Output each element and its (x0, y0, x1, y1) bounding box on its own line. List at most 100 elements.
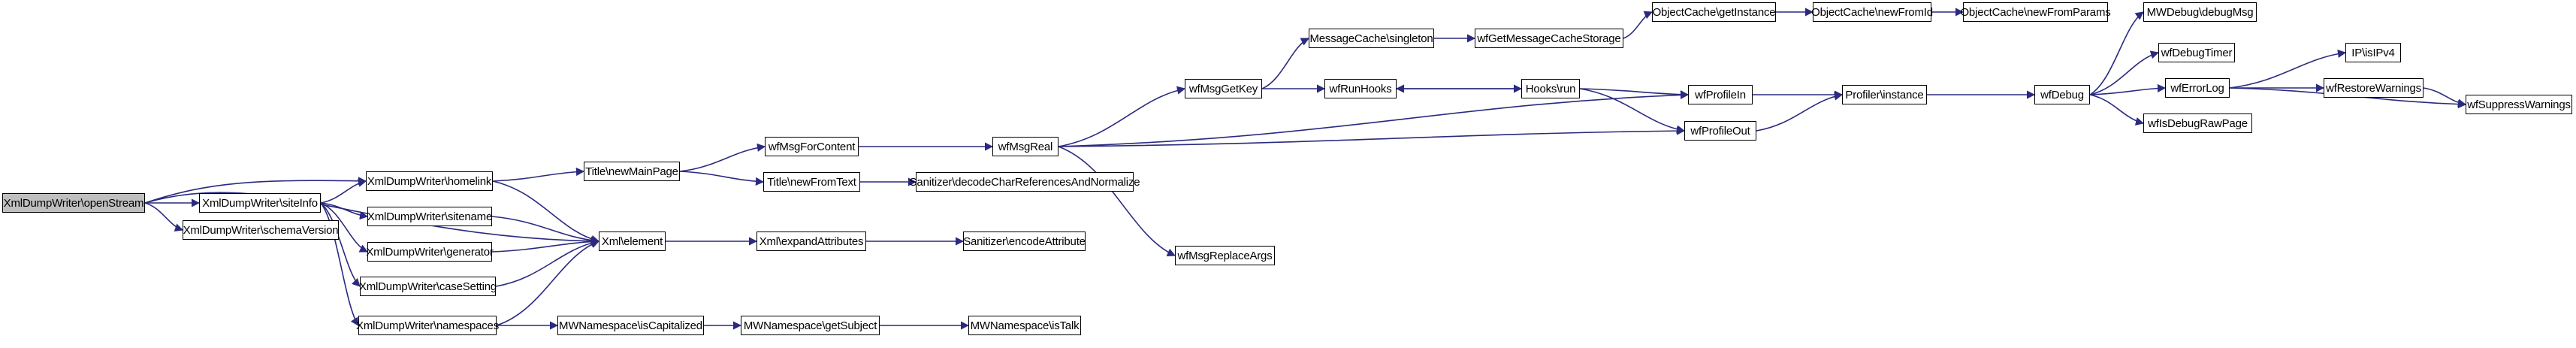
graph-node-label: IP\isIPv4 (2351, 46, 2395, 59)
graph-node-label: Sanitizer\decodeCharReferencesAndNormali… (909, 175, 1140, 189)
graph-node-label: MWNamespace\getSubject (743, 319, 877, 332)
graph-edge-wfDebug-to-wfErrorLog (2089, 83, 2167, 95)
graph-node-decodeCharRefs[interactable]: Sanitizer\decodeCharReferencesAndNormali… (910, 172, 1140, 192)
graph-node-isTalk[interactable]: MWNamespace\isTalk (968, 316, 1081, 335)
graph-node-objectCacheNewFromParams[interactable]: ObjectCache\newFromParams (1960, 2, 2111, 22)
graph-node-wfMsgForContent[interactable]: wfMsgForContent (765, 137, 859, 156)
graph-node-label: XmlDumpWriter\generator (366, 245, 494, 259)
graph-node-encodeAttribute[interactable]: Sanitizer\encodeAttribute (963, 231, 1086, 251)
graph-node-label: Xml\expandAttributes (759, 235, 864, 248)
graph-edge-wfRestoreWarnings-to-wfSuppressWarnings (2423, 87, 2467, 107)
graph-edge-openStream-to-schemaVersion (144, 202, 184, 232)
graph-node-messageCacheSingleton[interactable]: MessageCache\singleton (1309, 29, 1434, 48)
graph-node-hooksRun[interactable]: Hooks\run (1521, 79, 1580, 98)
graph-node-wfProfileIn[interactable]: wfProfileIn (1688, 85, 1753, 104)
graph-node-label: XmlDumpWriter\schemaVersion (183, 223, 339, 237)
graph-node-mwDebugDebugMsg[interactable]: MWDebug\debugMsg (2143, 2, 2257, 22)
graph-edge-wfMsgGetKey-to-messageCacheSingleton (1261, 38, 1309, 89)
graph-node-objectCacheNewFromId[interactable]: ObjectCache\newFromId (1811, 2, 1933, 22)
graph-node-label: wfMsgForContent (768, 140, 856, 153)
graph-node-sitename[interactable]: XmlDumpWriter\sitename (367, 207, 492, 226)
graph-node-label: Title\newFromText (767, 175, 856, 189)
graph-node-wfIsDebugRawPage[interactable]: wfIsDebugRawPage (2143, 113, 2252, 133)
graph-edge-sitename-to-xmlElement (491, 216, 600, 245)
graph-node-label: XmlDumpWriter\openStream (3, 196, 144, 210)
graph-node-label: MWDebug\debugMsg (2146, 5, 2254, 19)
graph-edge-wfMsgReal-to-wfMsgGetKey (1058, 86, 1186, 147)
graph-node-label: MWNamespace\isCapitalized (559, 319, 702, 332)
graph-node-openStream[interactable]: XmlDumpWriter\openStream (2, 193, 145, 213)
graph-node-homelink[interactable]: XmlDumpWriter\homelink (366, 171, 493, 191)
graph-edge-hooksRun-to-wfProfileOut (1579, 88, 1686, 134)
graph-edge-namespaces-to-xmlElement (496, 240, 600, 326)
graph-node-label: wfMsgGetKey (1188, 82, 1258, 95)
graph-edge-homelink-to-newMainPage (492, 167, 585, 182)
graph-node-label: XmlDumpWriter\siteInfo (202, 196, 318, 210)
graph-node-wfMsgGetKey[interactable]: wfMsgGetKey (1185, 79, 1262, 98)
graph-node-label: wfMsgReal (998, 140, 1053, 153)
graph-node-label: wfMsgReplaceArgs (1177, 249, 1273, 262)
graph-node-schemaVersion[interactable]: XmlDumpWriter\schemaVersion (183, 220, 339, 240)
graph-node-generator[interactable]: XmlDumpWriter\generator (366, 242, 494, 262)
graph-node-ipIsIPv4[interactable]: IP\isIPv4 (2345, 43, 2401, 62)
graph-node-label: ObjectCache\getInstance (1652, 5, 1776, 19)
graph-node-label: Hooks\run (1525, 82, 1576, 95)
graph-node-wfRestoreWarnings[interactable]: wfRestoreWarnings (2324, 78, 2423, 98)
graph-node-wfRunHooks[interactable]: wfRunHooks (1324, 79, 1397, 98)
graph-edge-newMainPage-to-newFromText (679, 171, 765, 186)
graph-node-profilerInstance[interactable]: Profiler\instance (1842, 85, 1927, 104)
graph-node-label: wfRestoreWarnings (2326, 81, 2421, 95)
graph-node-newFromText[interactable]: Title\newFromText (763, 172, 860, 192)
graph-node-label: Xml\element (601, 235, 663, 248)
graph-node-objectCacheGetInstance[interactable]: ObjectCache\getInstance (1652, 2, 1776, 22)
graph-edge-homelink-to-xmlElement (492, 180, 600, 244)
graph-node-wfProfileOut[interactable]: wfProfileOut (1684, 121, 1756, 141)
graph-node-siteInfo[interactable]: XmlDumpWriter\siteInfo (199, 193, 321, 213)
graph-node-isCapitalized[interactable]: MWNamespace\isCapitalized (557, 316, 704, 335)
graph-node-label: Profiler\instance (1845, 88, 1924, 101)
graph-node-namespaces[interactable]: XmlDumpWriter\namespaces (356, 316, 499, 335)
graph-node-label: wfRunHooks (1329, 82, 1392, 95)
graph-edge-wfDebug-to-wfIsDebugRawPage (2089, 94, 2145, 126)
graph-edge-wfDebug-to-wfDebugTimer (2089, 50, 2160, 95)
graph-node-label: wfDebugTimer (2161, 46, 2233, 59)
graph-node-newMainPage[interactable]: Title\newMainPage (584, 162, 680, 181)
graph-node-wfMsgReal[interactable]: wfMsgReal (992, 137, 1058, 156)
graph-node-wfGetMessageCacheStorage[interactable]: wfGetMessageCacheStorage (1475, 29, 1623, 48)
graph-node-label: wfGetMessageCacheStorage (1477, 32, 1621, 45)
graph-edge-wfMsgReal-to-wfProfileOut (1058, 126, 1686, 147)
graph-node-label: wfSuppressWarnings (2467, 98, 2571, 111)
graph-node-label: XmlDumpWriter\sitename (367, 210, 493, 223)
graph-edge-hooksRun-to-wfProfileIn (1579, 88, 1690, 99)
graph-edge-wfDebug-to-mwDebugDebugMsg (2089, 11, 2144, 95)
graph-node-label: Title\newMainPage (585, 165, 678, 178)
graph-node-label: XmlDumpWriter\namespaces (356, 319, 499, 332)
graph-node-wfErrorLog[interactable]: wfErrorLog (2165, 78, 2230, 98)
graph-node-xmlElement[interactable]: Xml\element (599, 231, 666, 251)
graph-edge-wfGetMessageCacheStorage-to-objectCacheGetInstance (1623, 11, 1653, 39)
graph-node-label: ObjectCache\newFromParams (1960, 5, 2111, 19)
graph-node-label: XmlDumpWriter\caseSetting (358, 280, 497, 293)
graph-node-label: MessageCache\singleton (1309, 32, 1433, 45)
graph-node-label: wfErrorLog (2170, 81, 2224, 95)
graph-edge-newMainPage-to-wfMsgForContent (679, 143, 766, 172)
graph-node-expandAttributes[interactable]: Xml\expandAttributes (756, 231, 866, 251)
graph-node-wfMsgReplaceArgs[interactable]: wfMsgReplaceArgs (1175, 246, 1275, 265)
graph-node-caseSetting[interactable]: XmlDumpWriter\caseSetting (358, 277, 497, 296)
graph-edge-siteInfo-to-caseSetting (320, 202, 361, 287)
graph-node-wfDebug[interactable]: wfDebug (2034, 85, 2090, 104)
graph-edge-wfProfileOut-to-profilerInstance (1756, 92, 1844, 132)
graph-node-label: wfProfileOut (1690, 124, 1750, 138)
graph-edge-siteInfo-to-homelink (320, 178, 367, 204)
graph-edge-wfMsgReal-to-wfProfileIn (1058, 90, 1690, 147)
graph-node-label: XmlDumpWriter\homelink (367, 174, 492, 188)
graph-edge-generator-to-xmlElement (491, 237, 600, 253)
graph-node-label: Sanitizer\encodeAttribute (963, 235, 1086, 248)
graph-node-getSubject[interactable]: MWNamespace\getSubject (741, 316, 880, 335)
graph-node-label: wfIsDebugRawPage (2148, 117, 2248, 130)
graph-node-label: wfProfileIn (1695, 88, 1746, 101)
graph-node-wfSuppressWarnings[interactable]: wfSuppressWarnings (2466, 95, 2572, 114)
graph-edge-caseSetting-to-xmlElement (495, 238, 600, 287)
graph-node-wfDebugTimer[interactable]: wfDebugTimer (2158, 43, 2235, 62)
